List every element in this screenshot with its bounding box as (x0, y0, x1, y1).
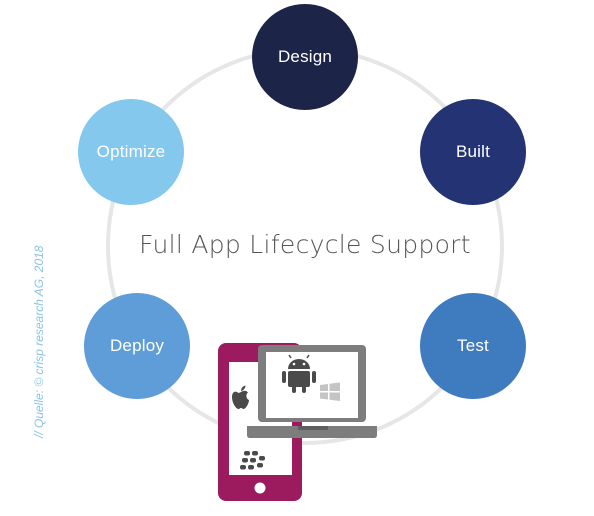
node-design: Design (252, 4, 358, 110)
center-title: Full App Lifecycle Support (139, 230, 471, 259)
android-icon (282, 354, 316, 393)
node-label-deploy: Deploy (109, 336, 165, 355)
node-label-optimize: Optimize (96, 142, 166, 161)
node-built: Built (420, 99, 526, 205)
node-deploy: Deploy (84, 293, 190, 399)
node-label-test: Test (457, 336, 489, 355)
windows-icon (320, 382, 340, 401)
node-label-design: Design (277, 47, 333, 66)
node-label-built: Built (455, 142, 491, 161)
apple-icon (232, 385, 249, 409)
blackberry-icon (240, 451, 265, 470)
source-note: // Quelle: © crisp research AG, 2018 (32, 245, 46, 438)
node-optimize: Optimize (78, 99, 184, 205)
node-test: Test (420, 293, 526, 399)
laptop-icon (247, 345, 377, 438)
device-illustration (216, 340, 378, 504)
devices-svg (218, 343, 377, 501)
